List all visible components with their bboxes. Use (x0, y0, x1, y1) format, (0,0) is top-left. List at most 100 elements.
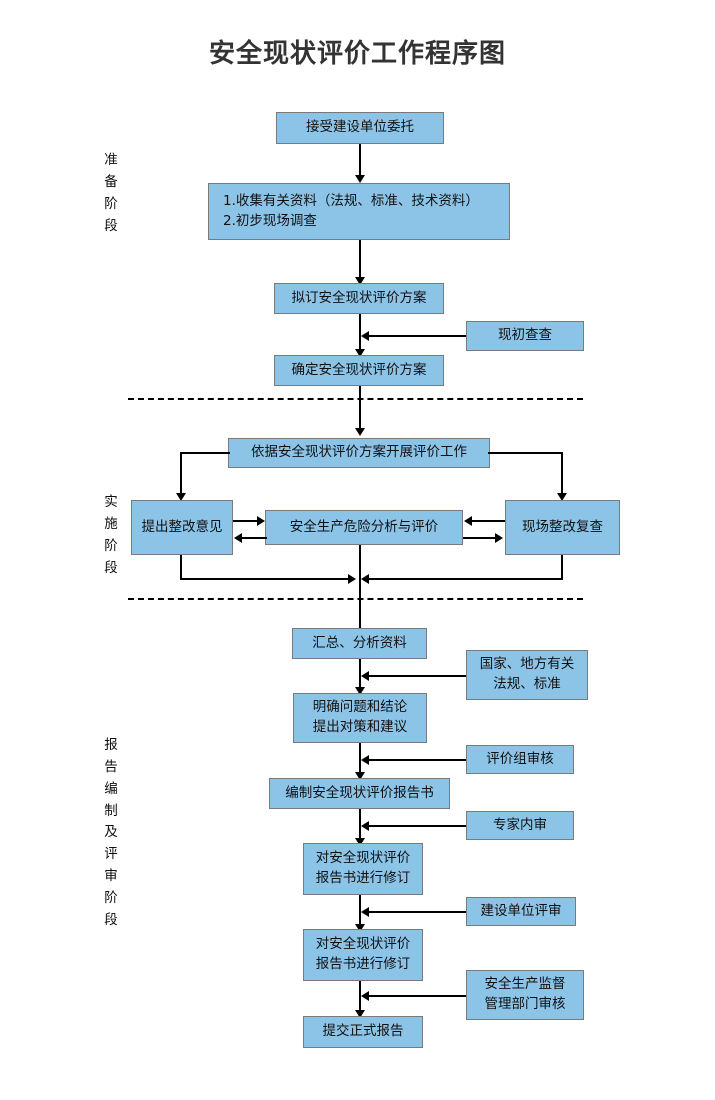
arrowhead-left (361, 907, 369, 917)
stage-char: 备 (104, 173, 118, 190)
connector-laws-to-spine (368, 675, 466, 677)
node-revise-report-2[interactable]: 对安全现状评价 报告书进行修订 (303, 929, 423, 981)
arrowhead-left (361, 671, 369, 681)
connector-carryout-left-v (180, 452, 182, 498)
node-compile-report[interactable]: 编制安全现状评价报告书 (269, 778, 450, 809)
connector-collect-to-draft (359, 240, 361, 282)
arrowhead-right (495, 533, 503, 543)
arrowhead-right (257, 516, 265, 526)
divider-prep-impl (128, 398, 583, 400)
connector-advice-down (180, 555, 182, 580)
connector-supervision-to-spine (368, 995, 466, 997)
stage-char: 告 (104, 758, 118, 775)
node-label: 安全生产危险分析与评价 (289, 518, 439, 535)
node-collect-data[interactable]: 1.收集有关资料（法规、标准、技术资料） 2.初步现场调查 (208, 183, 510, 240)
node-site-pre-survey[interactable]: 现初查查 (466, 321, 584, 351)
node-label-line: 安全生产监督 (484, 976, 566, 993)
node-draft-plan[interactable]: 拟订安全现状评价方案 (274, 283, 444, 314)
connector-carryout-right-h (488, 452, 563, 454)
connector-confirm-to-carryout (359, 386, 361, 434)
node-label: 确定安全现状评价方案 (291, 361, 427, 378)
connector-advice-to-risk (233, 520, 259, 522)
connector-risk-to-advice (241, 537, 267, 539)
node-label: 评价组审核 (486, 750, 554, 767)
node-label: 专家内审 (493, 816, 547, 833)
node-label-line: 对安全现状评价 (315, 936, 411, 953)
arrowhead-down (355, 277, 365, 285)
connector-problems-to-compile (359, 743, 361, 779)
node-label: 依据安全现状评价方案开展评价工作 (251, 444, 467, 461)
node-label-line: 报告书进行修订 (315, 956, 411, 972)
node-label: 建设单位评审 (480, 902, 562, 919)
node-problems-conclusion[interactable]: 明确问题和结论 提出对策和建议 (293, 693, 427, 743)
arrowhead-left (464, 516, 472, 526)
stage-label-implementation: 实 施 阶 段 (98, 492, 124, 579)
stage-char: 编 (104, 780, 118, 797)
node-owner-review[interactable]: 建设单位评审 (466, 897, 576, 926)
node-accept-commission[interactable]: 接受建设单位委托 (276, 112, 444, 144)
connector-revise2-to-submit (359, 981, 361, 1017)
stage-char: 报 (104, 737, 118, 753)
node-label-line: 提出对策和建议 (312, 719, 408, 735)
node-summarize-analyze[interactable]: 汇总、分析资料 (292, 628, 427, 659)
node-label-line: 报告书进行修订 (315, 870, 411, 886)
arrowhead-down (355, 349, 365, 357)
node-expert-internal[interactable]: 专家内审 (466, 811, 574, 840)
arrowhead-down (355, 428, 365, 436)
arrowhead-down (355, 1010, 365, 1018)
connector-summarize-to-problems (359, 659, 361, 693)
stage-label-report-review: 报 告 编 制 及 评 审 阶 段 (98, 735, 124, 932)
stage-char: 段 (104, 911, 118, 928)
node-label: 提交正式报告 (322, 1023, 404, 1040)
node-label: 接受建设单位委托 (306, 119, 414, 136)
node-carry-out-eval[interactable]: 依据安全现状评价方案开展评价工作 (228, 438, 490, 468)
node-risk-analysis[interactable]: 安全生产危险分析与评价 (265, 510, 463, 545)
node-laws-standards[interactable]: 国家、地方有关 法规、标准 (466, 650, 588, 700)
connector-recheck-to-risk (471, 520, 505, 522)
node-label-line: 法规、标准 (493, 676, 561, 692)
stage-char: 实 (104, 494, 118, 510)
node-confirm-plan[interactable]: 确定安全现状评价方案 (274, 355, 444, 386)
arrowhead-left (361, 331, 369, 341)
node-review-group[interactable]: 评价组审核 (466, 745, 574, 774)
arrowhead-left (361, 574, 369, 584)
connector-carryout-right-v (561, 452, 563, 498)
connector-draft-to-confirm (359, 314, 361, 356)
connector-carryout-left-h (180, 452, 230, 454)
connector-reviewgroup-to-spine (368, 759, 466, 761)
node-label-line: 对安全现状评价 (315, 850, 411, 867)
node-supervision-review[interactable]: 安全生产监督 管理部门审核 (466, 970, 584, 1020)
node-label: 现场整改复查 (522, 518, 603, 535)
connector-presurvey-to-spine (368, 335, 466, 337)
connector-expert-to-spine (368, 825, 466, 827)
stage-char: 阶 (104, 195, 118, 212)
arrowhead-right (348, 574, 356, 584)
connector-compile-to-revise1 (359, 809, 361, 845)
connector-accept-to-collect (359, 144, 361, 179)
stage-char: 阶 (104, 537, 118, 554)
stage-char: 段 (104, 217, 118, 234)
arrowhead-down (355, 838, 365, 846)
node-submit-final[interactable]: 提交正式报告 (303, 1016, 423, 1048)
stage-char: 及 (104, 824, 118, 841)
node-site-recheck[interactable]: 现场整改复查 (505, 500, 620, 555)
stage-char: 审 (104, 868, 118, 885)
connector-recheck-merge-h (368, 578, 563, 580)
arrowhead-down (355, 175, 365, 183)
node-label-line: 1.收集有关资料（法规、标准、技术资料） (223, 192, 479, 209)
arrowhead-down (355, 924, 365, 932)
node-label: 提出整改意见 (141, 518, 223, 535)
node-label-line: 管理部门审核 (484, 996, 566, 1012)
arrowhead-down (176, 493, 186, 501)
stage-label-preparation: 准 备 阶 段 (98, 150, 124, 237)
arrowhead-left (361, 755, 369, 765)
connector-revise1-to-revise2 (359, 895, 361, 931)
stage-char: 施 (104, 515, 118, 532)
stage-char: 段 (104, 559, 118, 576)
node-revise-report-1[interactable]: 对安全现状评价 报告书进行修订 (303, 843, 423, 895)
node-label-line: 2.初步现场调查 (223, 212, 317, 229)
page-title: 安全现状评价工作程序图 (208, 39, 506, 69)
divider-impl-report (128, 598, 583, 600)
node-rectification-advice[interactable]: 提出整改意见 (131, 500, 233, 555)
stage-char: 阶 (104, 890, 118, 907)
